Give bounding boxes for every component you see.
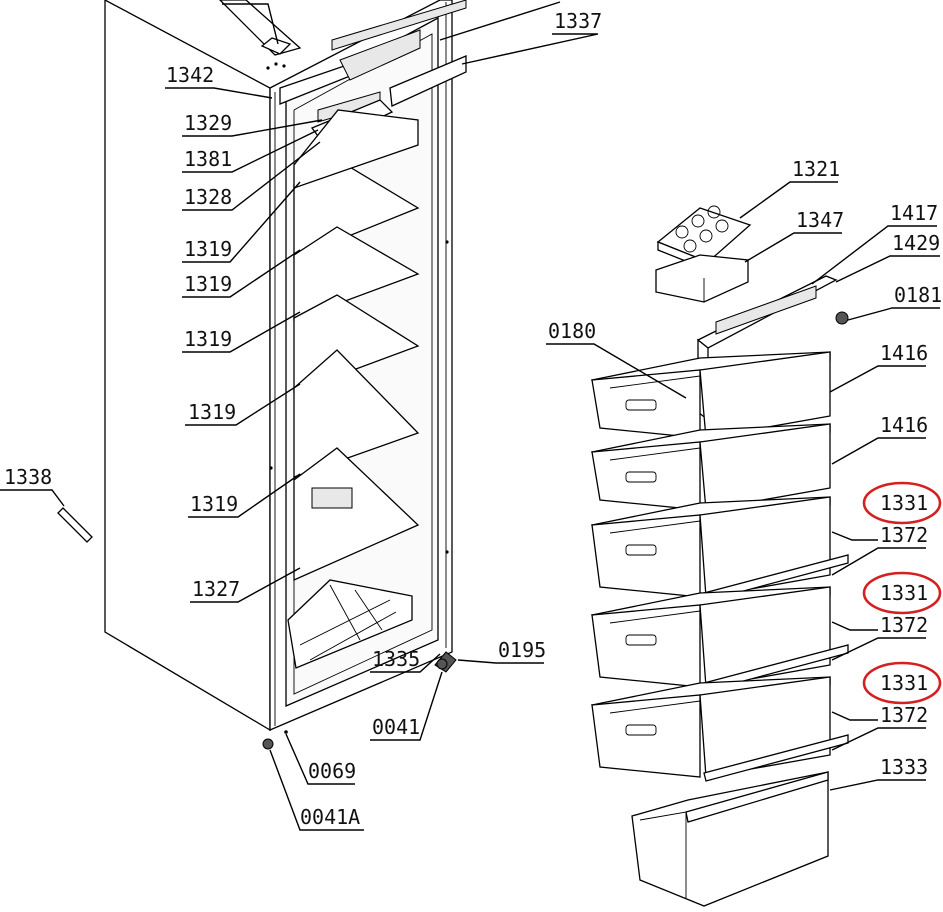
label-0180: 0180 <box>548 319 596 343</box>
label-1319-e: 1319 <box>190 492 238 516</box>
drawer-tier <box>590 676 849 782</box>
label-1331-c: 1331 <box>880 671 928 695</box>
drawer-stack <box>590 205 849 907</box>
drawer-tier <box>590 351 831 439</box>
label-1319-c: 1319 <box>184 327 232 351</box>
part-labels: 1342 1329 1381 1328 1319 1319 1319 1319 … <box>4 9 942 829</box>
drawer-tier <box>590 423 831 511</box>
label-1372-a: 1372 <box>880 523 928 547</box>
label-0195: 0195 <box>498 638 546 662</box>
highlight-ring-1331-c <box>862 661 942 705</box>
label-1337: 1337 <box>554 9 602 33</box>
label-1319-a: 1319 <box>184 237 232 261</box>
label-1331-b: 1331 <box>880 581 928 605</box>
drawer-tier <box>590 496 849 602</box>
label-1347: 1347 <box>796 208 844 232</box>
label-1417: 1417 <box>890 201 938 225</box>
label-0041a: 0041A <box>300 805 360 829</box>
part-1338 <box>57 507 93 543</box>
label-1333: 1333 <box>880 755 928 779</box>
label-1372-c: 1372 <box>880 703 928 727</box>
label-0181: 0181 <box>894 283 942 307</box>
label-1381: 1381 <box>184 147 232 171</box>
highlight-ring-1331-b <box>862 571 942 615</box>
label-1327: 1327 <box>192 577 240 601</box>
drawer-tier <box>590 586 849 692</box>
label-1321: 1321 <box>792 157 840 181</box>
label-1329: 1329 <box>184 111 232 135</box>
label-1328: 1328 <box>184 185 232 209</box>
label-0041: 0041 <box>372 715 420 739</box>
highlight-rings <box>862 481 942 705</box>
label-1319-b: 1319 <box>184 272 232 296</box>
cabinet <box>104 0 467 750</box>
label-1372-b: 1372 <box>880 613 928 637</box>
leader-lines <box>0 1 940 831</box>
label-1429: 1429 <box>892 231 940 255</box>
label-1416-a: 1416 <box>880 341 928 365</box>
highlight-ring-1331-a <box>862 481 942 525</box>
label-0069: 0069 <box>308 759 356 783</box>
label-1319-d: 1319 <box>188 400 236 424</box>
label-1416-b: 1416 <box>880 413 928 437</box>
label-1335: 1335 <box>372 647 420 671</box>
label-1338: 1338 <box>4 465 52 489</box>
label-1331-a: 1331 <box>880 491 928 515</box>
label-1342: 1342 <box>166 63 214 87</box>
